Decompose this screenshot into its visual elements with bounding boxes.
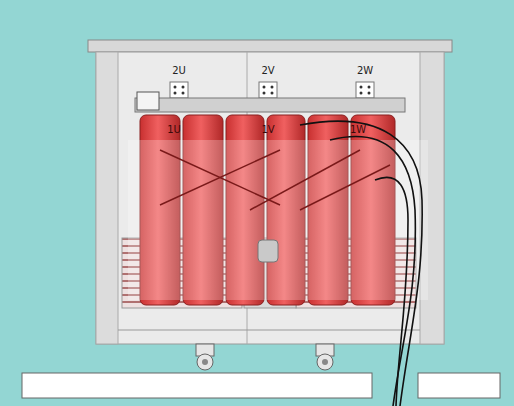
- winding-label: 1U: [167, 124, 181, 136]
- winding-label: 1V: [261, 124, 274, 136]
- terminal-label: 2U: [172, 65, 186, 77]
- terminal-label: 2V: [261, 65, 274, 77]
- winding-label: 1W: [350, 124, 366, 136]
- terminal-label: 2W: [357, 65, 373, 77]
